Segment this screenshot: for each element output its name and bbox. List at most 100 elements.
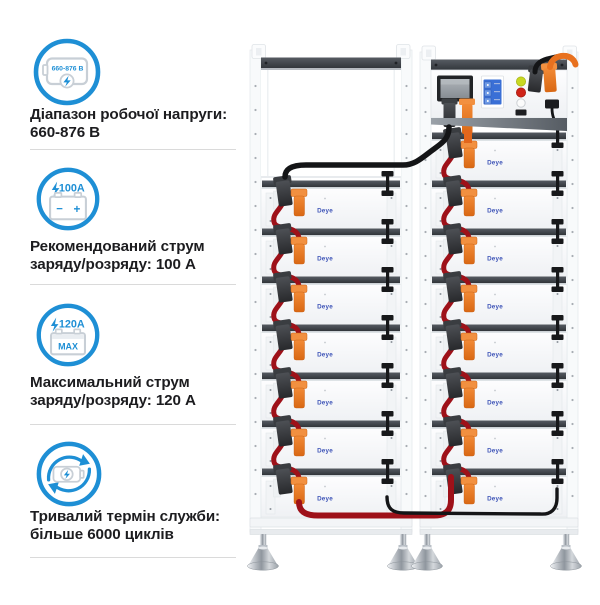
current-100a-icon: 100A − + [36,167,100,231]
deye-logo: Deye [487,496,503,503]
module-black-connector [273,415,293,447]
lightning-icon [63,75,71,87]
rack-feet [247,534,582,571]
spec-title-line1: Діапазон робочої напруги: [30,106,228,123]
spec-title-line2: більше 6000 циклів [30,525,174,543]
cycle-arrow-top [46,455,85,482]
red-jumper-cable [441,389,472,433]
divider [30,284,236,285]
spec-title: Тривалий термін служби: більше 6000 цикл… [30,508,238,544]
current-value: 120A [59,318,85,330]
chrome-foot [247,534,279,571]
module-connectors [273,463,308,505]
module-black-connector [443,223,463,255]
module-orange-connector [290,284,308,313]
deye-logo: Deye [487,160,503,167]
spec-title-line2: 660-876 В [30,123,101,141]
battery-outline [49,195,87,221]
battery-module: Deye [260,267,402,326]
module-orange-connector [460,284,478,313]
deye-logo: Deye [317,448,333,455]
red-jumper-cable [271,245,302,289]
lightning-icon [50,317,59,332]
module-connectors [271,367,308,433]
module-black-connector [273,223,293,255]
module-connectors [441,223,478,289]
bms-orange-connector [459,98,475,105]
deye-logo: Deye [487,304,503,311]
emergency-stop-button [515,87,526,98]
module-orange-connector [460,188,478,217]
deye-logo: Deye [317,400,333,407]
divider [30,424,236,425]
deye-logo: Deye [317,496,333,503]
busbar-bracket [551,315,564,340]
max-label: MAX [58,342,78,352]
red-jumper-cable [271,293,302,337]
control-unit-shadow [431,118,567,131]
module-connectors [271,223,308,289]
busbar-bracket [381,171,394,196]
divider [30,149,236,150]
deye-logo: Deye [317,256,333,263]
busbar-bracket [381,459,394,484]
empty-rack-slot [261,70,401,178]
module-black-connector [443,319,463,351]
comm-port [515,109,527,116]
rack-top-tabs [251,44,577,61]
rack-base [249,517,579,535]
current-120a-max-icon: 120A MAX [36,303,100,367]
module-black-connector [443,367,463,399]
bms-to-left-rack-cable [282,124,452,180]
module-orange-connector [290,476,308,505]
deye-logo: Deye [487,400,503,407]
module-orange-connector [290,236,308,265]
red-jumper-cable [441,149,472,193]
spec-title-line1: Максимальний струм [30,374,190,391]
deye-logo: Deye [487,208,503,215]
module-orange-connector [460,428,478,457]
deye-logo: Deye [317,208,333,215]
deye-logo: Deye [487,352,503,359]
busbar-bracket [551,219,564,244]
spec-title: Рекомендований струм заряду/розряду: 100… [30,238,238,274]
red-jumper-cable [271,197,302,241]
red-jumper-cable [441,341,472,385]
busbar-bracket [381,411,394,436]
module-connectors [441,271,478,337]
module-connectors [441,367,478,433]
busbar-bracket [551,171,564,196]
cycle-arrow-bottom [53,467,92,493]
module-black-connector [443,271,463,303]
chrome-foot [411,534,443,571]
reset-button-white [516,98,526,108]
red-jumper-cable [271,389,302,433]
module-black-connector [273,319,293,351]
deye-logo: Deye [317,352,333,359]
busbar-bracket [381,363,394,388]
power-button-yellow [515,76,526,87]
red-jumper-cable [271,437,302,481]
module-black-connector [273,271,293,303]
module-black-connector [273,367,293,399]
busbar-bracket [551,363,564,388]
module-connectors [271,271,308,337]
bottom-red-cable [296,474,454,519]
deye-logo: Deye [487,256,503,263]
rack-top-rails [261,57,567,71]
minus-terminal: − [56,204,63,216]
red-jumper-cable [441,197,472,241]
chrome-foot [387,534,419,571]
voltage-range-value: 660-876 B [52,66,84,73]
module-connectors [441,415,478,481]
dc-breaker [481,75,504,109]
spec-title-line2: заряду/розряду: 120 А [30,391,196,409]
busbar-bracket [381,315,394,340]
module-orange-connector [460,476,478,505]
busbar-port [545,99,559,109]
